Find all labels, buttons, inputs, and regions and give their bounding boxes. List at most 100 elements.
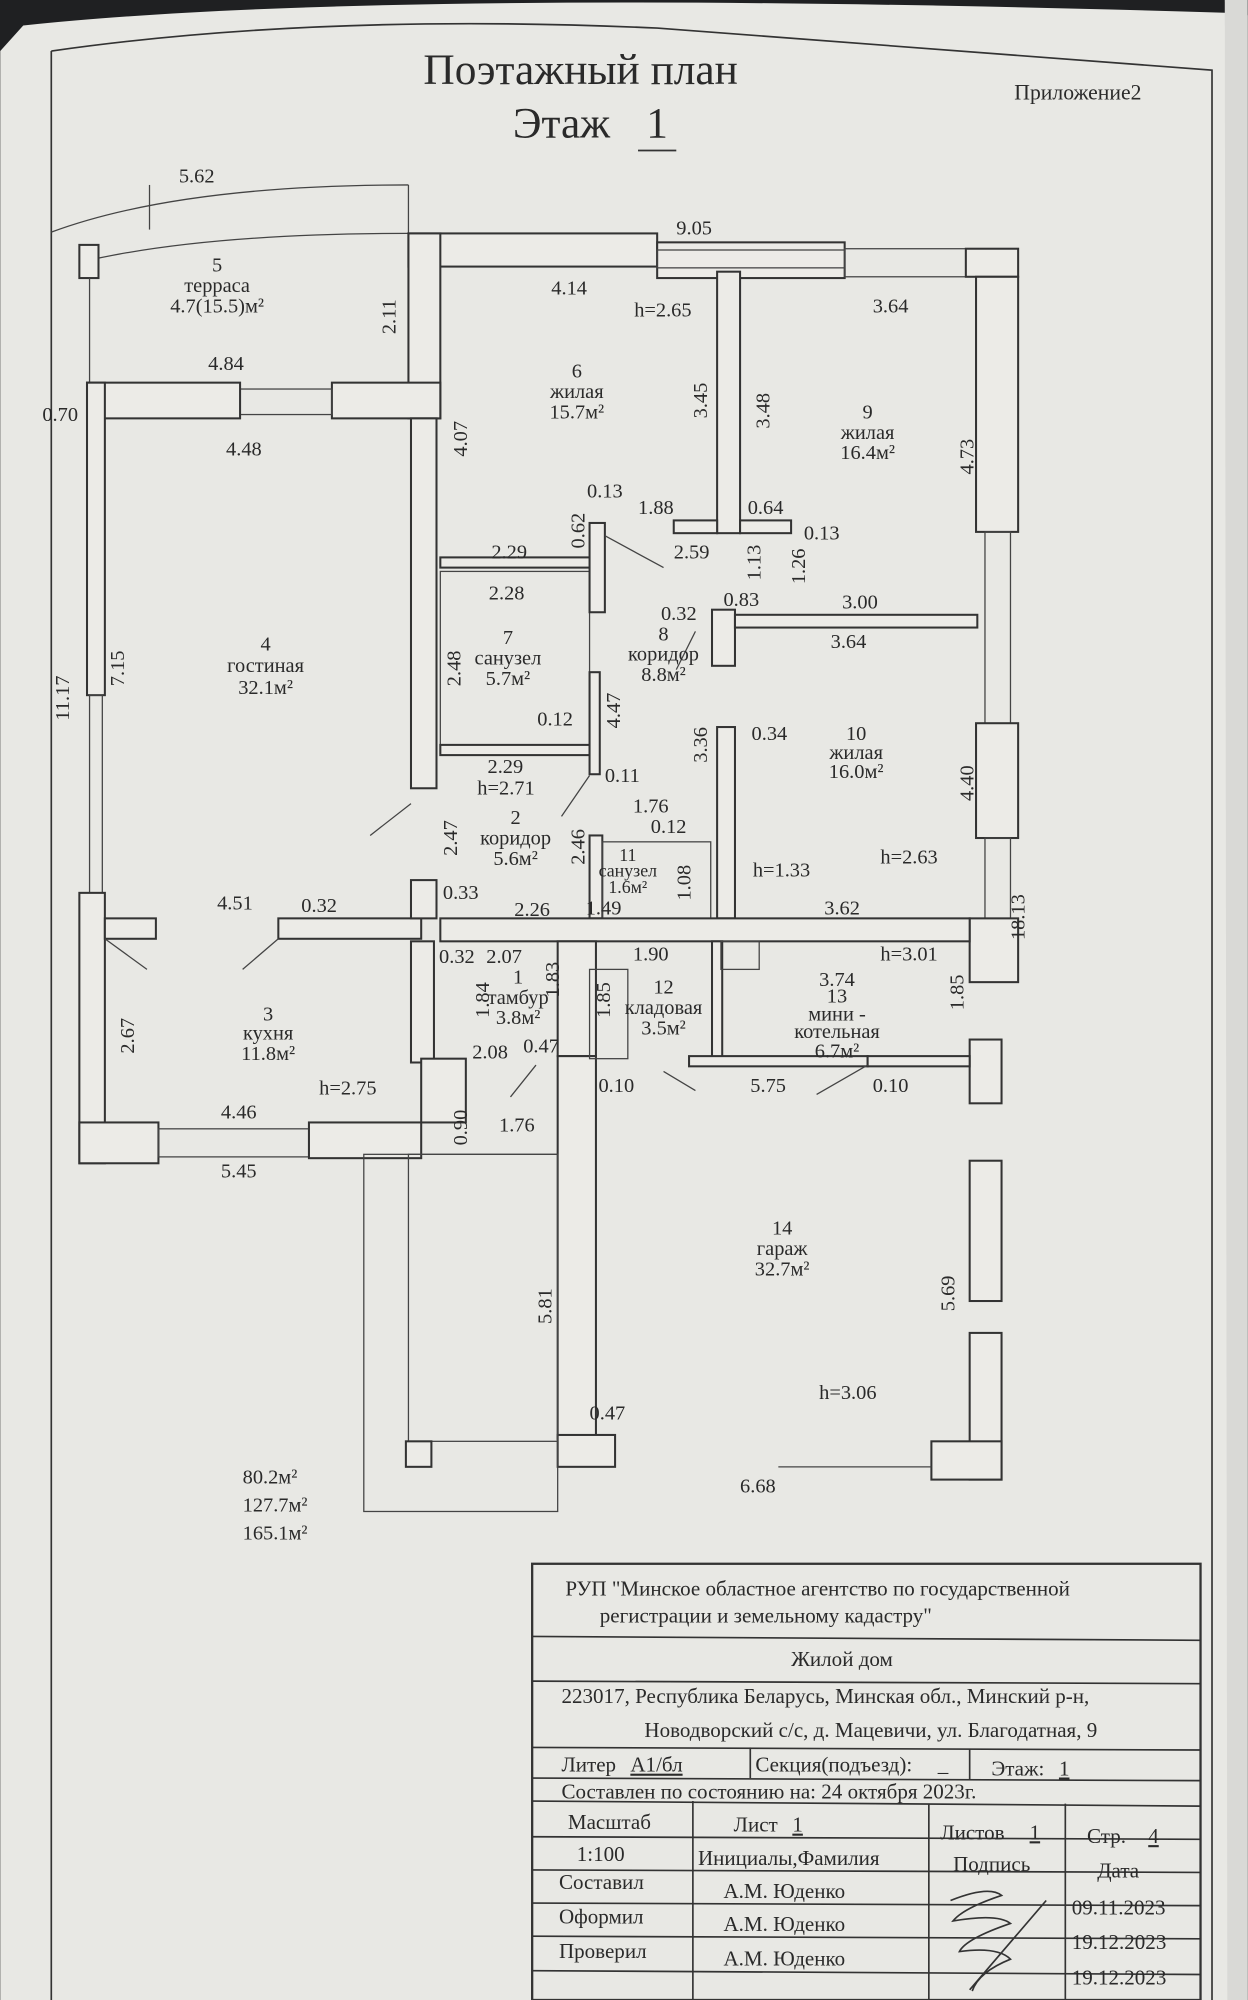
- dimension: 1.85: [593, 982, 615, 1018]
- dimension: 3.36: [690, 727, 712, 763]
- dimension: 3.48: [752, 393, 774, 429]
- svg-text:6.7м²: 6.7м²: [815, 1040, 860, 1062]
- scale-label: Масштаб: [568, 1810, 651, 1834]
- area-totals: 80.2м² 127.7м² 165.1м²: [243, 1466, 308, 1544]
- dimension-labels: 5.62 9.05 4.14 h=2.65 3.64 2.11 4.84 0.7…: [42, 165, 1029, 1497]
- svg-text:2: 2: [510, 807, 520, 829]
- page-value: 4: [1148, 1824, 1159, 1848]
- dimension: 1.76: [499, 1114, 535, 1136]
- svg-text:мини -: мини -: [808, 1003, 866, 1025]
- dimension: 2.47: [440, 820, 462, 856]
- dimension: 4.51: [217, 892, 253, 914]
- dimension: 1.84: [472, 982, 494, 1018]
- signature: [950, 1890, 1047, 1992]
- door-swings: [104, 535, 868, 1098]
- row-role: Оформил: [559, 1904, 644, 1928]
- dimension: 0.33: [443, 882, 479, 904]
- svg-text:12: 12: [653, 977, 673, 999]
- svg-text:7: 7: [503, 627, 513, 649]
- svg-text:тамбур: тамбур: [488, 987, 549, 1009]
- dimension: 5.62: [179, 165, 215, 187]
- dimension: 0.12: [651, 816, 687, 838]
- dimension: 0.70: [42, 404, 78, 426]
- litera-label: Литер: [562, 1753, 617, 1777]
- dimension: 2.48: [444, 651, 466, 687]
- dimension: 0.32: [301, 895, 337, 917]
- dimension: 4.84: [208, 353, 244, 375]
- sheets-label: Листов: [940, 1820, 1004, 1844]
- dimension: 0.12: [537, 709, 573, 731]
- svg-text:терраса: терраса: [184, 275, 250, 297]
- row-name: А.М. Юденко: [723, 1879, 845, 1903]
- appendix-label: Приложение2: [1014, 80, 1141, 104]
- svg-text:гостиная: гостиная: [227, 655, 304, 677]
- dimension: h=2.63: [880, 847, 937, 869]
- svg-text:3.8м²: 3.8м²: [496, 1007, 541, 1029]
- dimension: 2.26: [514, 899, 550, 921]
- svg-text:4.7(15.5)м²: 4.7(15.5)м²: [170, 296, 264, 318]
- dimension: 2.28: [489, 582, 525, 604]
- dimension: 1.85: [946, 975, 968, 1011]
- dimension: h=3.06: [819, 1382, 876, 1404]
- svg-text:11: 11: [619, 845, 636, 865]
- address-line2: Новодворский с/с, д. Мацевичи, ул. Благо…: [644, 1718, 1097, 1742]
- dimension: 3.64: [831, 631, 867, 653]
- svg-text:6: 6: [572, 361, 582, 383]
- dimension: 5.45: [221, 1160, 257, 1182]
- svg-text:13: 13: [827, 986, 847, 1008]
- dimension: 4.40: [956, 765, 978, 801]
- dimension: 3.62: [824, 898, 860, 920]
- dimension: 0.83: [723, 589, 759, 611]
- svg-text:3: 3: [263, 1003, 273, 1025]
- terrace-outline: [51, 184, 410, 386]
- svg-text:санузел: санузел: [599, 860, 657, 880]
- sheet-value: 1: [792, 1813, 803, 1837]
- dimension: 1.49: [586, 898, 622, 920]
- svg-text:кухня: кухня: [243, 1023, 294, 1045]
- svg-text:жилая: жилая: [828, 742, 883, 764]
- svg-text:гараж: гараж: [757, 1238, 809, 1260]
- dimension: 1.88: [638, 497, 674, 519]
- row-date: 09.11.2023: [1072, 1896, 1166, 1920]
- tb-floor-value: 1: [1059, 1757, 1070, 1781]
- svg-text:3.5м²: 3.5м²: [641, 1017, 686, 1039]
- svg-text:16.0м²: 16.0м²: [829, 761, 884, 783]
- section-label: Секция(подъезд):: [755, 1753, 912, 1777]
- dimension: h=1.33: [753, 859, 810, 881]
- svg-text:8.8м²: 8.8м²: [641, 664, 686, 686]
- svg-text:11.8м²: 11.8м²: [241, 1043, 295, 1065]
- floor-label: Этаж: [513, 100, 611, 148]
- dimension: 0.64: [748, 497, 784, 519]
- dimension: 3.74: [819, 969, 855, 991]
- state-date: Составлен по состоянию на: 24 октября 20…: [562, 1779, 977, 1803]
- dimension: 2.29: [491, 542, 527, 564]
- dimension: 4.07: [450, 421, 472, 457]
- row-role: Проверил: [559, 1939, 647, 1963]
- dimension: 3.45: [690, 383, 712, 419]
- dimension: 2.07: [486, 946, 522, 968]
- dimension: 5.69: [937, 1276, 959, 1312]
- svg-text:кладовая: кладовая: [625, 997, 703, 1019]
- dimension: 0.32: [439, 946, 475, 968]
- row-date: 19.12.2023: [1072, 1966, 1167, 1990]
- dimension: 2.46: [567, 829, 589, 865]
- dimension: 1.76: [633, 796, 669, 818]
- svg-text:10: 10: [846, 723, 866, 745]
- walls: [78, 232, 1020, 1513]
- row-role: Составил: [559, 1870, 644, 1894]
- svg-text:1.6м²: 1.6м²: [608, 877, 647, 897]
- page-title: Поэтажный план: [423, 46, 737, 94]
- svg-text:14: 14: [772, 1218, 792, 1240]
- dimension: 11.17: [52, 676, 74, 721]
- dimension: 4.73: [956, 439, 978, 475]
